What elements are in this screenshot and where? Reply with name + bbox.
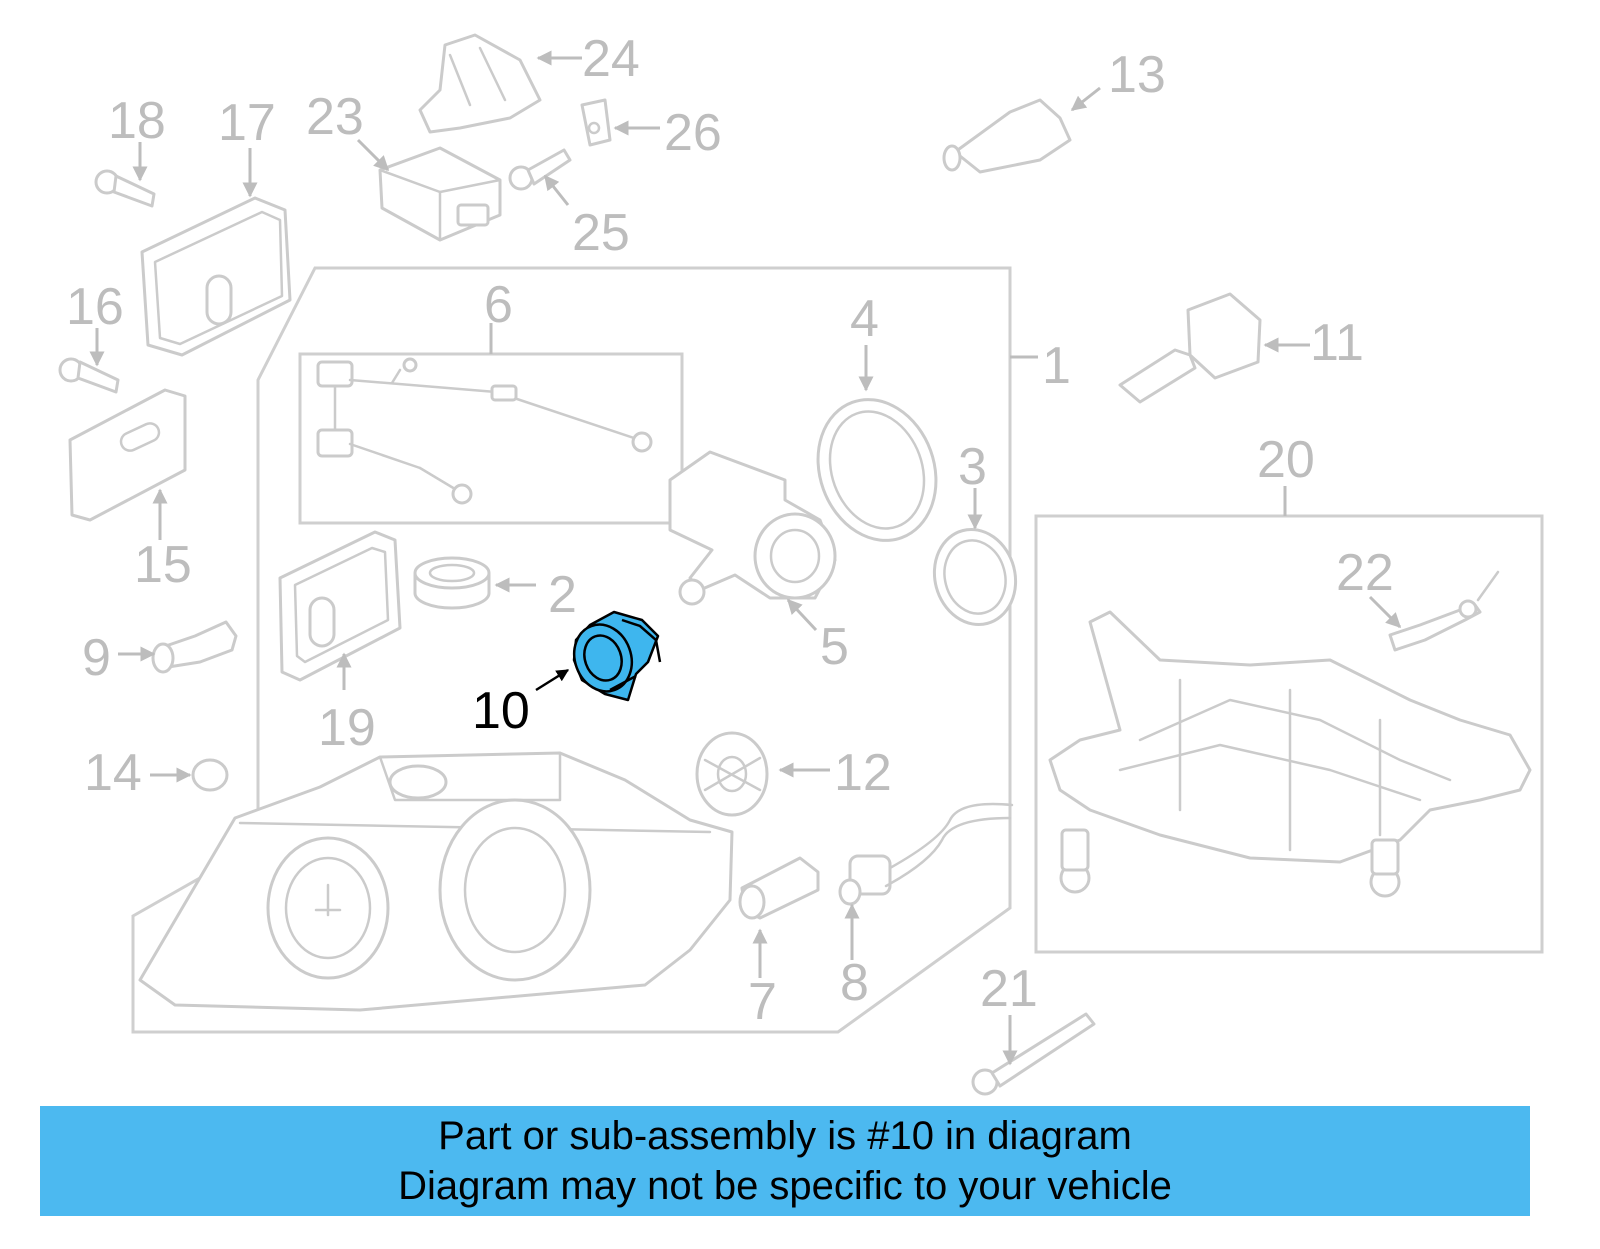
callout-16: 16 <box>66 278 124 336</box>
part-12 <box>695 731 830 817</box>
callout-1: 1 <box>1042 337 1071 395</box>
part-9 <box>118 620 238 674</box>
part-16 <box>58 328 120 394</box>
leveling-linkage-frame <box>298 352 684 525</box>
callout-13: 13 <box>1108 46 1166 104</box>
callout-21: 21 <box>980 960 1038 1018</box>
leveling-linkage-part <box>316 357 653 505</box>
callout-9: 9 <box>82 629 111 687</box>
part-24 <box>418 33 582 134</box>
part-22 <box>1368 570 1500 652</box>
callout-25: 25 <box>572 204 630 262</box>
mounting-bracket-part <box>1048 610 1532 898</box>
callout-8: 8 <box>840 954 869 1012</box>
part-21 <box>971 1012 1096 1096</box>
callout-19: 19 <box>318 699 376 757</box>
callout-12: 12 <box>834 744 892 802</box>
part-8 <box>838 802 1014 960</box>
part-3 <box>932 488 1018 627</box>
part-25 <box>508 148 572 206</box>
callout-11: 11 <box>1310 314 1364 372</box>
callout-3: 3 <box>958 438 987 496</box>
callout-2: 2 <box>548 566 577 624</box>
part-14 <box>150 758 229 792</box>
callout-23: 23 <box>306 88 364 146</box>
banner-line-part-number: Part or sub-assembly is #10 in diagram <box>438 1114 1132 1158</box>
mounting-bracket-frame <box>1034 514 1544 954</box>
banner-line-disclaimer: Diagram may not be specific to your vehi… <box>398 1164 1172 1208</box>
part-18 <box>94 142 156 208</box>
callout-6: 6 <box>484 276 513 334</box>
part-17 <box>140 148 292 357</box>
info-banner: Part or sub-assembly is #10 in diagram D… <box>40 1106 1530 1216</box>
callout-5: 5 <box>820 618 849 676</box>
part-23 <box>356 138 502 242</box>
headlamp-housing <box>138 751 734 1012</box>
part-26 <box>580 98 660 147</box>
callout-10: 10 <box>472 682 530 740</box>
part-19 <box>278 530 402 690</box>
part-4 <box>816 345 938 542</box>
part-13 <box>942 86 1101 174</box>
part-15 <box>68 388 187 540</box>
callout-20: 20 <box>1257 431 1315 489</box>
part-11 <box>1118 292 1310 404</box>
callout-7: 7 <box>748 973 777 1031</box>
part-7 <box>738 856 820 978</box>
headlamp-assembly-frame <box>131 266 1012 1034</box>
part-10-highlighted <box>535 610 662 702</box>
callout-24: 24 <box>582 30 640 88</box>
callout-22: 22 <box>1336 544 1394 602</box>
part-2 <box>413 556 536 610</box>
callout-15: 15 <box>134 536 192 594</box>
callout-14: 14 <box>84 744 142 802</box>
callout-17: 17 <box>218 94 276 152</box>
callout-18: 18 <box>108 92 166 150</box>
leader-10 <box>535 668 570 692</box>
callout-4: 4 <box>850 290 879 348</box>
part-5 <box>668 450 837 632</box>
callout-26: 26 <box>664 104 722 162</box>
